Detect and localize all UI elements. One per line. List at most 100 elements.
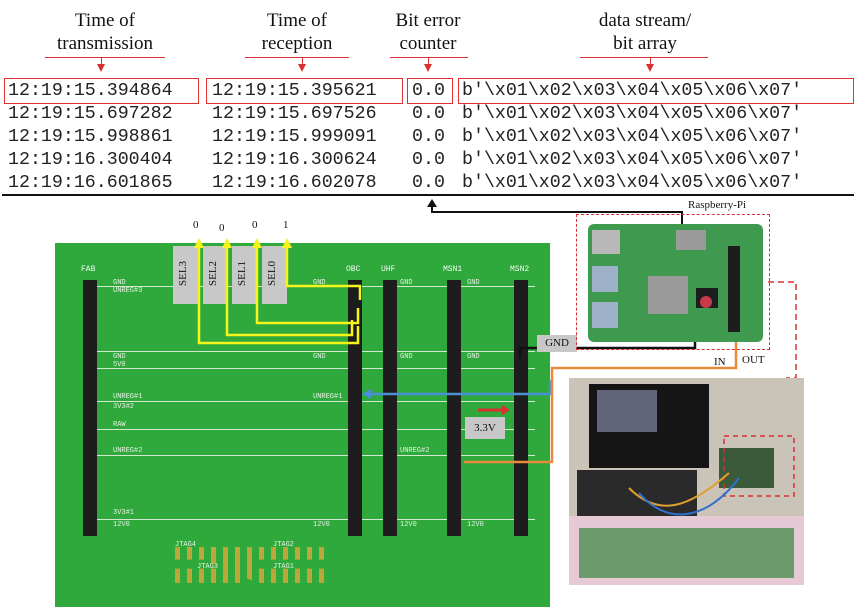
out-label: OUT	[742, 354, 765, 366]
voltage-tag: 3.3V	[465, 417, 505, 439]
bit-sel2: 0	[219, 222, 225, 234]
bit-sel1: 0	[252, 219, 258, 231]
silk-gnd: GND	[113, 279, 126, 287]
silk-gnd-2: GND	[113, 353, 126, 361]
pcb-trace	[95, 401, 535, 402]
pcb-trace	[95, 455, 535, 456]
highlight-err	[407, 78, 453, 104]
arrow-down-icon	[298, 64, 306, 72]
gnd-tag: GND	[537, 335, 577, 352]
lab-setup-image	[569, 378, 804, 585]
log-row-5: 12:19:16.601865 12:19:16.602078 0.0 b'\x…	[0, 172, 802, 194]
silk-jtag2: JTAG2	[273, 541, 295, 549]
header-bit-error-text: Bit error counter	[395, 10, 461, 54]
row-err: 0.0	[412, 81, 445, 101]
arrow-stem	[428, 58, 429, 64]
header-reception: Time of reception	[242, 9, 352, 55]
row-err: 0.0	[412, 173, 445, 193]
raspberry-pi-board	[588, 224, 763, 342]
highlight-rx	[206, 78, 403, 104]
log-row-2: 12:19:15.697282 12:19:15.697526 0.0 b'\x…	[0, 103, 802, 125]
silk-gnd-uhf: GND	[400, 279, 413, 287]
selector-sel0: SEL0	[262, 246, 287, 304]
column-label-msn2: MSN2	[510, 265, 530, 274]
silk-5v: 5V0	[113, 361, 126, 369]
silk-unreg1: UNREG#1	[113, 393, 143, 401]
arrow-down-icon	[424, 64, 432, 72]
header-transmission: Time of transmission	[40, 9, 170, 55]
arrow-stem	[101, 58, 102, 64]
row-err: 0.0	[412, 127, 445, 147]
row-rx: 12:19:16.602078	[212, 173, 377, 193]
header-reception-text: Time of reception	[261, 10, 333, 54]
selector-sel3: SEL3	[173, 246, 198, 304]
silk-jtag3: JTAG3	[197, 563, 219, 571]
silk-gnd-obc: GND	[313, 279, 326, 287]
header-strip-obc	[348, 280, 362, 536]
silk-jtag1: JTAG1	[273, 563, 295, 571]
column-label-msn1: MSN1	[443, 265, 463, 274]
bit-sel0: 1	[283, 219, 289, 231]
selector-sel1: SEL1	[232, 246, 257, 304]
header-data-stream-underline	[580, 57, 708, 58]
row-tx: 12:19:16.300404	[8, 150, 173, 170]
row-tx: 12:19:15.697282	[8, 104, 173, 124]
sel3-label: SEL3	[177, 260, 189, 286]
arrow-stem	[650, 58, 651, 64]
row-data: b'\x01\x02\x03\x04\x05\x06\x07'	[462, 81, 803, 101]
header-strip-uhf	[383, 280, 397, 536]
row-err: 0.0	[412, 104, 445, 124]
arrow-down-icon	[97, 64, 105, 72]
silk-raw: RAW	[113, 421, 126, 429]
column-label-fab: FAB	[81, 265, 96, 274]
highlight-data	[458, 78, 854, 104]
sel0-label: SEL0	[266, 260, 278, 286]
silk-jtag4: JTAG4	[175, 541, 197, 549]
pcb-trace	[95, 351, 535, 352]
silk-unreg2-uhf: UNREG#2	[400, 447, 430, 455]
log-row-1: 12:19:15.394864 12:19:15.395621 0.0 b'\x…	[0, 80, 802, 102]
header-bit-error-underline	[390, 57, 468, 58]
column-label-uhf: UHF	[381, 265, 396, 274]
arrow-down-icon	[646, 64, 654, 72]
silk-gnd-msn1: GND	[467, 279, 480, 287]
raspberry-pi-box	[576, 214, 770, 350]
in-label: IN	[714, 356, 726, 368]
silk-unreg2: UNREG#2	[113, 447, 143, 455]
selector-sel2: SEL2	[203, 246, 228, 304]
row-tx: 12:19:15.394864	[8, 81, 173, 101]
highlight-tx	[4, 78, 199, 104]
silk-12v-msn1: 12V0	[467, 521, 484, 529]
log-row-4: 12:19:16.300404 12:19:16.300624 0.0 b'\x…	[0, 149, 802, 171]
header-strip-msn1	[447, 280, 461, 536]
row-data: b'\x01\x02\x03\x04\x05\x06\x07'	[462, 127, 803, 147]
header-strip-msn2	[514, 280, 528, 536]
silk-3v3-1: 3V3#1	[113, 509, 135, 517]
header-data-stream-text: data stream/ bit array	[598, 10, 692, 54]
silk-gnd-uhf-2: GND	[400, 353, 413, 361]
silk-12v-uhf: 12V0	[400, 521, 417, 529]
sel2-label: SEL2	[207, 260, 219, 286]
sel1-label: SEL1	[236, 260, 248, 286]
arrow-stem	[302, 58, 303, 64]
row-rx: 12:19:15.697526	[212, 104, 377, 124]
silk-3v3-2: 3V3#2	[113, 403, 135, 411]
log-row-3: 12:19:15.998861 12:19:15.999091 0.0 b'\x…	[0, 126, 802, 148]
rpi-label: Raspberry-Pi	[688, 199, 747, 211]
silk-12v: 12V0	[113, 521, 130, 529]
header-transmission-underline	[45, 57, 165, 58]
header-reception-underline	[245, 57, 349, 58]
header-bit-error: Bit error counter	[382, 9, 474, 55]
row-data: b'\x01\x02\x03\x04\x05\x06\x07'	[462, 173, 803, 193]
row-data: b'\x01\x02\x03\x04\x05\x06\x07'	[462, 150, 803, 170]
bit-sel3: 0	[193, 219, 199, 231]
row-err: 0.0	[412, 150, 445, 170]
setup-photo	[569, 378, 804, 585]
header-transmission-line1: Time of transmission	[56, 10, 154, 54]
row-data: b'\x01\x02\x03\x04\x05\x06\x07'	[462, 104, 803, 124]
silk-unreg3: UNREG#3	[113, 287, 143, 295]
pcb-trace	[95, 429, 535, 430]
row-tx: 12:19:15.998861	[8, 127, 173, 147]
silk-12v-obc: 12V0	[313, 521, 330, 529]
row-rx: 12:19:16.300624	[212, 150, 377, 170]
